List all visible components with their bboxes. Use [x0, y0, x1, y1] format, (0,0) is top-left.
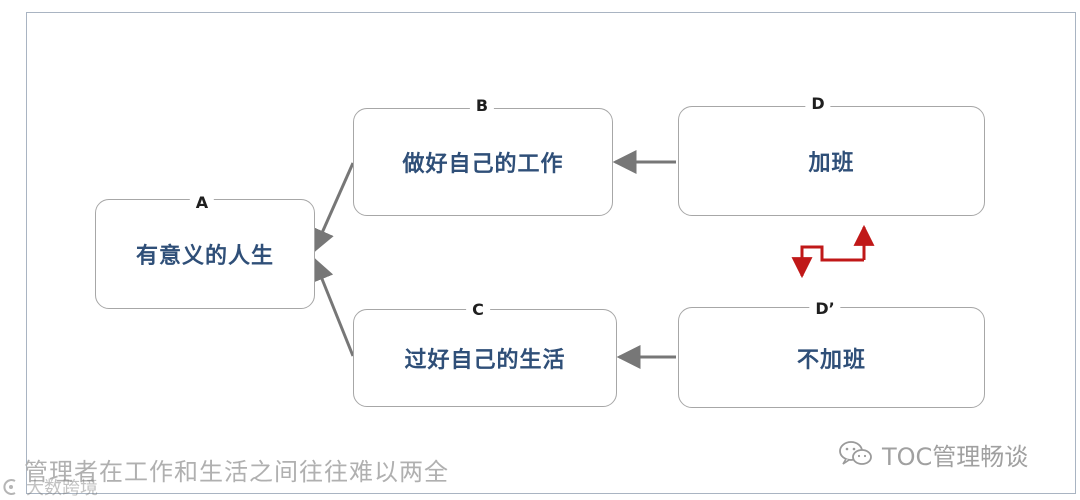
arrow-b-to-a — [311, 162, 355, 254]
node-b-tag: B — [469, 96, 495, 116]
node-d: 加班 — [678, 106, 985, 216]
node-a: 有意义的人生 — [95, 199, 315, 309]
node-a-label: 有意义的人生 — [135, 244, 274, 269]
node-d-prime-tag: D’ — [809, 299, 841, 319]
node-d-prime-label: 不加班 — [796, 347, 866, 373]
diagram-caption: 管理者在工作和生活之间往往难以两全 — [24, 458, 449, 486]
node-c: 过好自己的生活 — [353, 309, 617, 407]
node-c-label: 过好自己的生活 — [404, 348, 566, 373]
wechat-logo-icon — [839, 441, 872, 465]
left-watermark-text: 大数跨境 — [26, 478, 98, 499]
lightning-conflict-icon — [791, 224, 875, 279]
node-a-tag: A — [189, 193, 215, 213]
node-b: 做好自己的工作 — [353, 108, 613, 216]
right-watermark: TOC管理畅谈 — [838, 436, 1028, 472]
node-c-tag: C — [466, 300, 490, 320]
diagram-frame — [26, 12, 1076, 494]
left-watermark: 大数跨境 — [0, 474, 98, 500]
node-b-label: 做好自己的工作 — [402, 152, 564, 177]
node-d-tag: D — [805, 94, 831, 114]
watermark-swirl-icon — [3, 479, 16, 495]
arrow-c-to-a — [310, 256, 355, 357]
node-d-prime: 不加班 — [678, 307, 985, 408]
node-d-label: 加班 — [808, 151, 855, 176]
right-watermark-text: TOC管理畅谈 — [882, 442, 1029, 471]
